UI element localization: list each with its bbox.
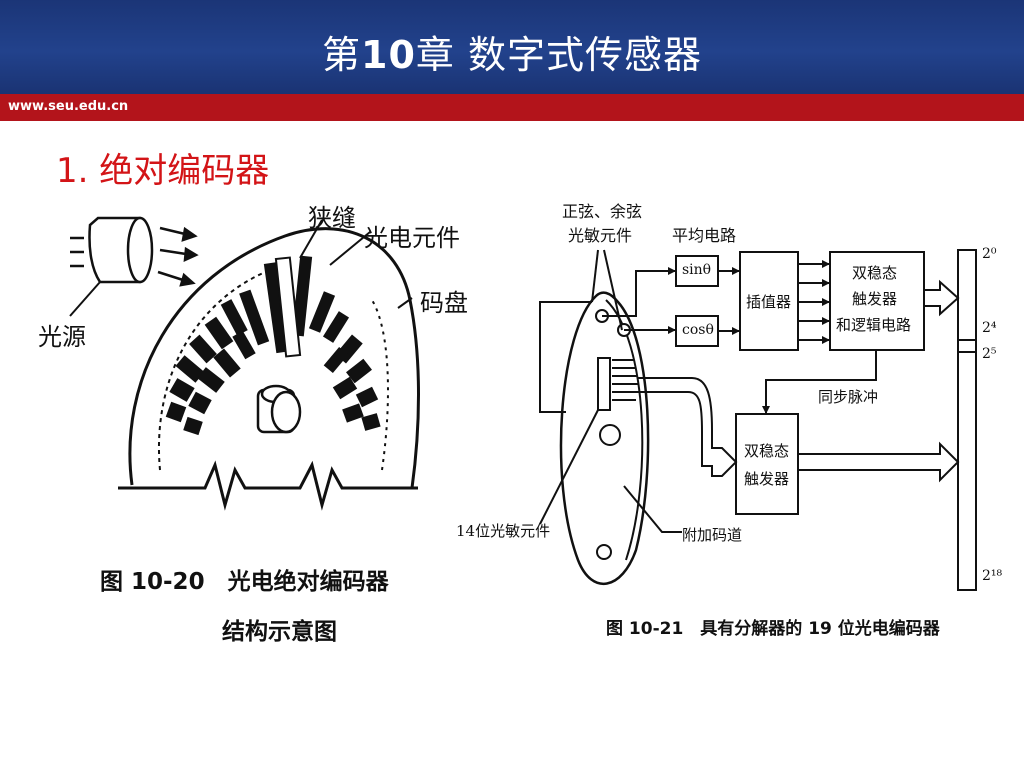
caption-right: 图 10-21 具有分解器的 19 位光电编码器: [606, 619, 940, 639]
label-14bit-elements: 14位光敏元件: [456, 522, 551, 540]
label-sin: sinθ: [682, 262, 712, 278]
label-bistable1-c: 和逻辑电路: [836, 316, 912, 334]
url-bar: [0, 94, 1024, 121]
label-disk: 码盘: [420, 289, 468, 317]
encoder-disk: [559, 291, 650, 586]
label-bistable1-a: 双稳态: [852, 264, 898, 282]
site-url: www.seu.edu.cn: [8, 99, 129, 114]
label-cos: cosθ: [682, 322, 714, 338]
title-bar: [0, 0, 1024, 94]
label-bistable1-b: 触发器: [852, 290, 898, 308]
label-sincos-2: 光敏元件: [568, 226, 633, 245]
disk-arc: [128, 227, 420, 489]
label-bit-18: 2¹⁸: [982, 568, 1003, 584]
label-bit-0: 2⁰: [982, 246, 997, 262]
label-sincos-1: 正弦、余弦: [562, 202, 643, 221]
label-bistable2-a: 双稳态: [744, 442, 790, 460]
label-sync-pulse: 同步脉冲: [818, 388, 879, 406]
light-arrows: [157, 226, 199, 287]
slit: [274, 256, 302, 358]
label-bit-4: 2⁴: [982, 320, 997, 336]
slide-title: 第10章 数字式传感器: [322, 33, 702, 77]
label-averaging-circuit: 平均电路: [672, 226, 737, 245]
section-title: 1. 绝对编码器: [56, 151, 270, 191]
label-extra-track: 附加码道: [682, 526, 743, 544]
label-bit-5: 2⁵: [982, 346, 997, 362]
hub: [256, 384, 302, 434]
label-interpolator: 插值器: [746, 293, 792, 311]
label-photo-element: 光电元件: [364, 224, 460, 252]
bistable-box-2: [735, 413, 799, 515]
label-light-source: 光源: [38, 323, 86, 351]
label-slit: 狭缝: [308, 204, 356, 232]
caption-left-line1: 图 10-20 光电绝对编码器: [100, 569, 389, 595]
light-source: [70, 216, 154, 284]
caption-left-line2: 结构示意图: [222, 619, 337, 645]
output-bus: [957, 249, 977, 591]
label-bistable2-b: 触发器: [744, 470, 790, 488]
